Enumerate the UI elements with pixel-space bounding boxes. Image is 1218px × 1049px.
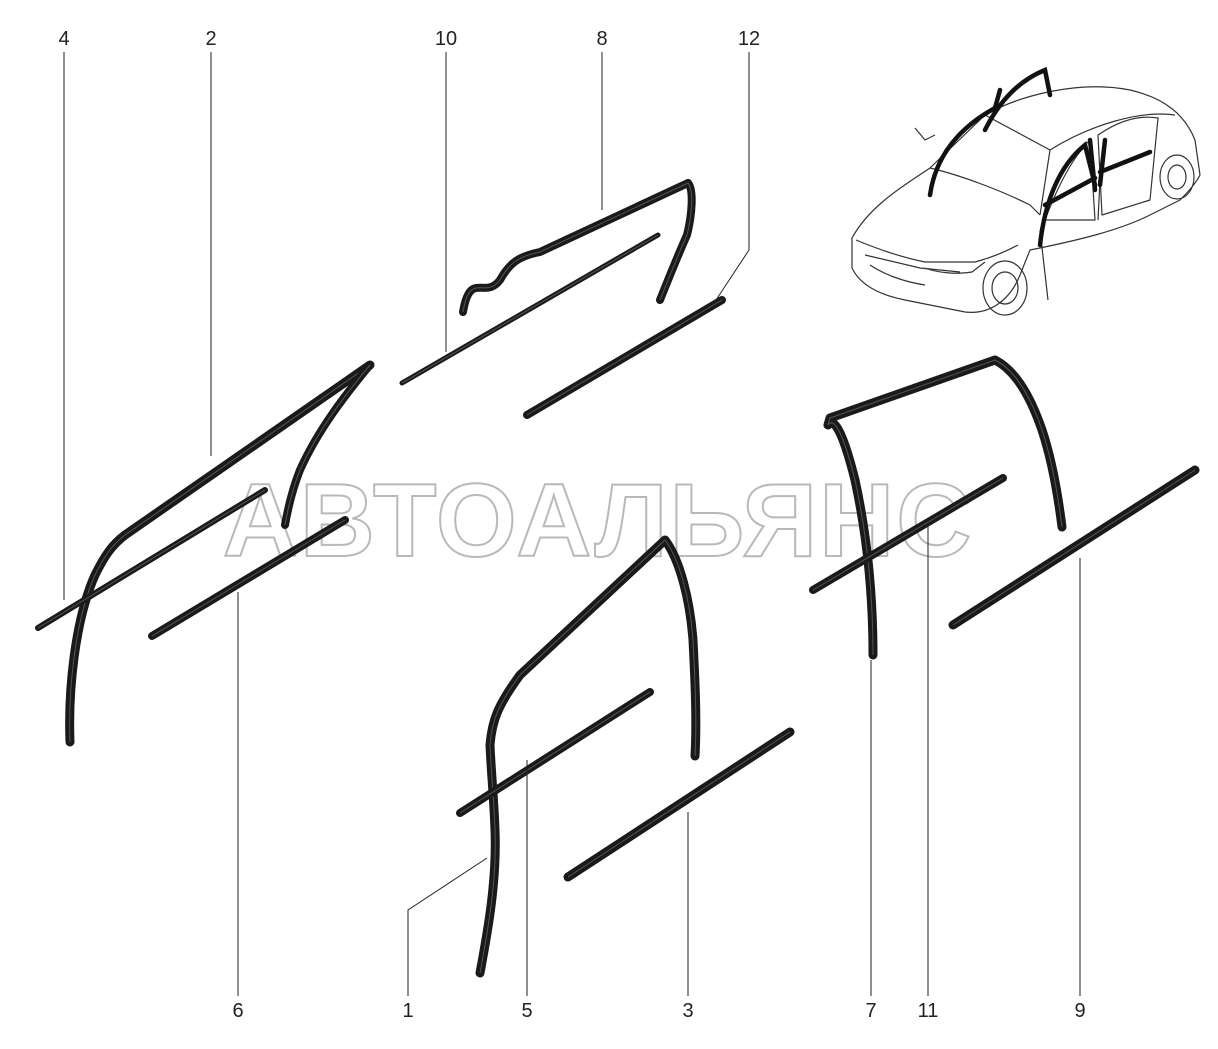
callout-9: 9 <box>1074 1000 1085 1022</box>
callout-5: 5 <box>521 1000 532 1022</box>
callout-2: 2 <box>205 28 216 50</box>
part-5-inner-belt-strip <box>456 688 654 817</box>
car-reference-illustration <box>851 66 1201 316</box>
callout-labels: 4 2 10 8 12 6 1 5 3 7 11 9 <box>58 28 1085 1022</box>
part-11-inner-belt-strip <box>809 474 1007 594</box>
part-1-door-frame-seal <box>475 535 701 978</box>
callout-8: 8 <box>596 28 607 50</box>
callout-11: 11 <box>918 1000 939 1022</box>
part-3-outer-belt-strip <box>563 727 795 882</box>
part-4-inner-belt-strip <box>35 487 268 631</box>
part-9-outer-belt-strip <box>948 465 1200 630</box>
part-2-door-frame-seal <box>65 360 375 747</box>
callout-12: 12 <box>738 28 760 50</box>
callout-6: 6 <box>232 1000 243 1022</box>
part-8-door-frame-seal <box>459 179 696 316</box>
part-10-inner-belt-strip <box>399 232 661 386</box>
callout-1: 1 <box>402 1000 413 1022</box>
part-6-outer-belt-strip <box>148 516 349 640</box>
callout-3: 3 <box>682 1000 693 1022</box>
leader-lines <box>63 52 1081 996</box>
part-12-outer-belt-strip <box>523 296 726 419</box>
callout-7: 7 <box>865 1000 876 1022</box>
callout-4: 4 <box>58 28 69 50</box>
callout-10: 10 <box>435 28 457 50</box>
